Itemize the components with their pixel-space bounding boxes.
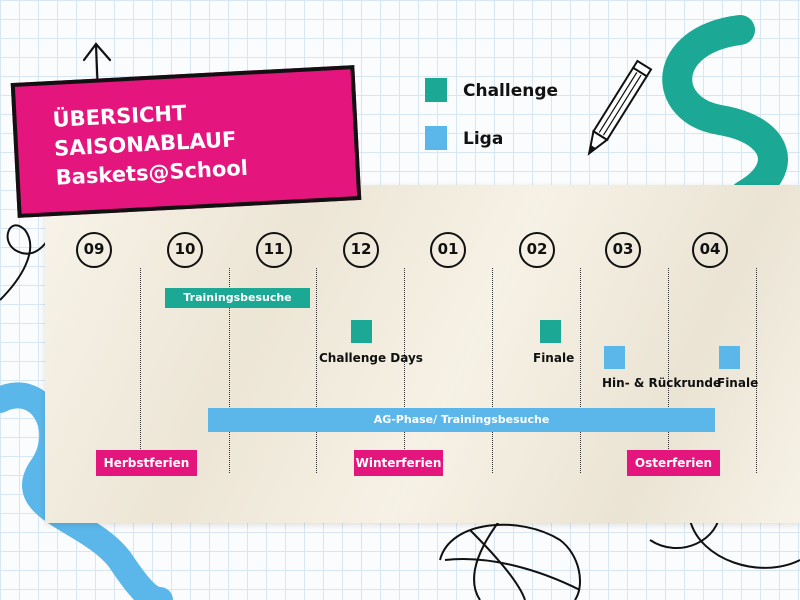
pencil-icon xyxy=(587,59,653,156)
challenge-days-marker xyxy=(351,320,372,343)
legend-swatch-liga xyxy=(425,126,447,150)
liga-finale-label: Finale xyxy=(717,376,759,390)
month-divider xyxy=(756,268,757,473)
month-04: 04 xyxy=(692,232,728,268)
osterferien-badge: Osterferien xyxy=(627,450,720,476)
blue-squiggle-decoration xyxy=(0,382,173,600)
page-title: ÜBERSICHT SAISONABLAUF Baskets@School xyxy=(52,90,356,193)
teal-squiggle-decoration xyxy=(662,15,788,210)
month-divider xyxy=(668,268,669,473)
month-divider xyxy=(404,268,405,473)
challenge-days-label: Challenge Days xyxy=(319,351,423,365)
legend-label-challenge: Challenge xyxy=(463,81,559,101)
legend-label-liga: Liga xyxy=(463,129,504,149)
challenge-finale-label: Finale xyxy=(533,351,575,365)
month-02: 02 xyxy=(519,232,555,268)
basketball-sketch-icon xyxy=(439,519,581,600)
winterferien-badge: Winterferien xyxy=(354,450,443,476)
month-09: 09 xyxy=(76,232,112,268)
month-divider xyxy=(492,268,493,473)
month-01: 01 xyxy=(430,232,466,268)
month-03: 03 xyxy=(605,232,641,268)
liga-runde-marker xyxy=(604,346,625,369)
month-10: 10 xyxy=(167,232,203,268)
month-12: 12 xyxy=(343,232,379,268)
herbstferien-badge: Herbstferien xyxy=(96,450,197,476)
month-11: 11 xyxy=(256,232,292,268)
month-divider xyxy=(140,268,141,473)
trainingsbesuche-bar: Trainingsbesuche xyxy=(165,288,310,308)
month-divider xyxy=(229,268,230,473)
legend-swatch-challenge xyxy=(425,78,447,102)
liga-finale-marker xyxy=(719,346,740,369)
challenge-finale-marker xyxy=(540,320,561,343)
month-divider xyxy=(316,268,317,473)
month-divider xyxy=(580,268,581,473)
liga-runde-label: Hin- & Rückrunde xyxy=(602,376,722,390)
ag-phase-bar: AG-Phase/ Trainingsbesuche xyxy=(208,408,715,432)
